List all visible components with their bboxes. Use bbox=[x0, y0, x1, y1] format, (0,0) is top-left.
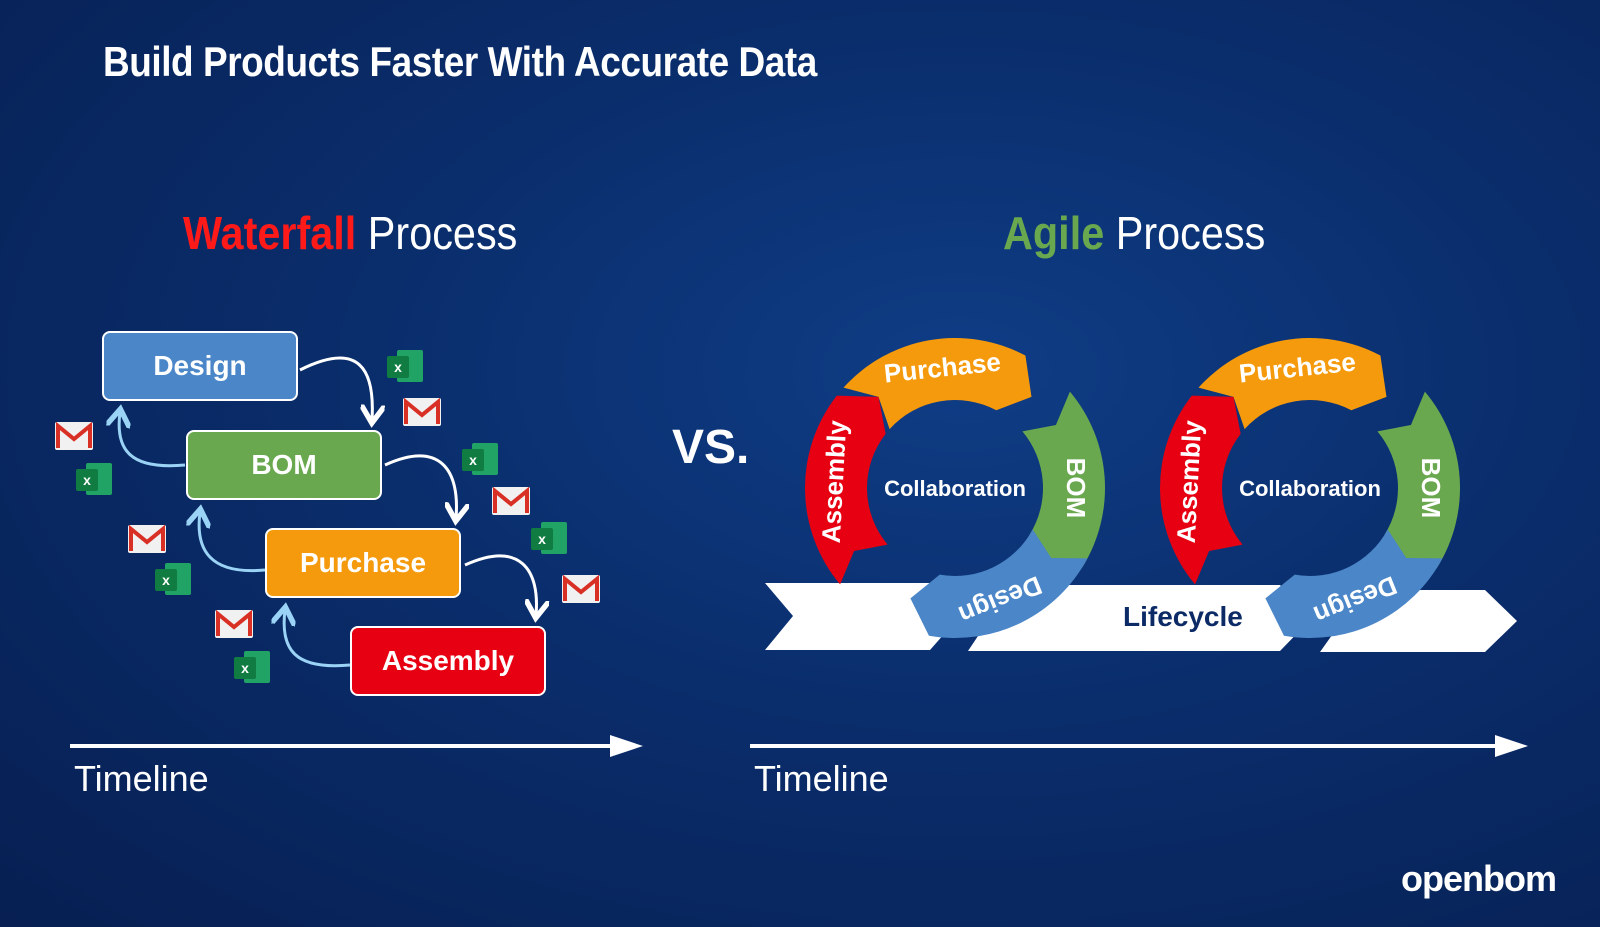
cycle-segment-design bbox=[910, 529, 1088, 638]
waterfall-step-purchase: Purchase bbox=[265, 528, 461, 598]
waterfall-heading-rest: Process bbox=[356, 207, 518, 259]
excel-icon: x bbox=[531, 522, 567, 554]
svg-text:x: x bbox=[241, 660, 249, 676]
cycle-center-label: Collaboration bbox=[884, 476, 1026, 501]
waterfall-forward-arrows bbox=[299, 356, 536, 615]
agile-heading: Agile Process bbox=[1003, 206, 1265, 260]
agile-heading-accent: Agile bbox=[1003, 207, 1105, 259]
waterfall-step-assembly: Assembly bbox=[350, 626, 546, 696]
svg-text:x: x bbox=[538, 531, 546, 547]
mail-icon bbox=[492, 486, 530, 515]
cycle-label-bom: BOM bbox=[1061, 458, 1091, 519]
waterfall-heading: Waterfall Process bbox=[183, 206, 517, 260]
mail-icon bbox=[403, 397, 441, 426]
svg-text:x: x bbox=[469, 452, 477, 468]
waterfall-timeline-label: Timeline bbox=[74, 758, 209, 799]
mail-icon bbox=[562, 574, 600, 603]
svg-text:x: x bbox=[162, 572, 170, 588]
timeline-arrows bbox=[70, 735, 1528, 757]
cycle-segment-purchase bbox=[1198, 338, 1387, 430]
page-title: Build Products Faster With Accurate Data bbox=[103, 38, 817, 85]
mail-icon bbox=[215, 609, 253, 638]
openbom-logo: openbom bbox=[1401, 858, 1557, 899]
cycle-center-label: Collaboration bbox=[1239, 476, 1381, 501]
cycle-segment-assembly bbox=[805, 395, 888, 585]
svg-text:x: x bbox=[394, 359, 402, 375]
excel-icon: x bbox=[462, 443, 498, 475]
cycle-segment-design bbox=[1265, 529, 1443, 639]
lifecycle-label: Lifecycle bbox=[1123, 601, 1243, 632]
cycle-label-assembly: Assembly bbox=[1171, 419, 1207, 544]
cycle-label-assembly: Assembly bbox=[816, 419, 852, 544]
waterfall-step-design: Design bbox=[102, 331, 298, 401]
svg-text:x: x bbox=[83, 472, 91, 488]
cycle-label-bom: BOM bbox=[1416, 458, 1446, 519]
excel-icon: x bbox=[76, 463, 112, 495]
excel-icon: x bbox=[234, 651, 270, 683]
agile-timeline-label: Timeline bbox=[754, 758, 889, 799]
mail-icon bbox=[55, 421, 93, 450]
vs-label: VS. bbox=[672, 421, 750, 474]
cycle-segment-purchase bbox=[843, 338, 1032, 430]
waterfall-feedback-arrows bbox=[119, 412, 351, 668]
agile-heading-rest: Process bbox=[1104, 207, 1266, 259]
cycle-segment-assembly bbox=[1160, 395, 1243, 585]
excel-icon: x bbox=[387, 350, 423, 382]
mail-icon bbox=[128, 524, 166, 553]
waterfall-heading-accent: Waterfall bbox=[183, 207, 357, 259]
waterfall-step-bom: BOM bbox=[186, 430, 382, 500]
cycle-segment-bom bbox=[1377, 391, 1460, 571]
excel-icon: x bbox=[155, 563, 191, 595]
cycle-segment-bom bbox=[1022, 391, 1105, 571]
